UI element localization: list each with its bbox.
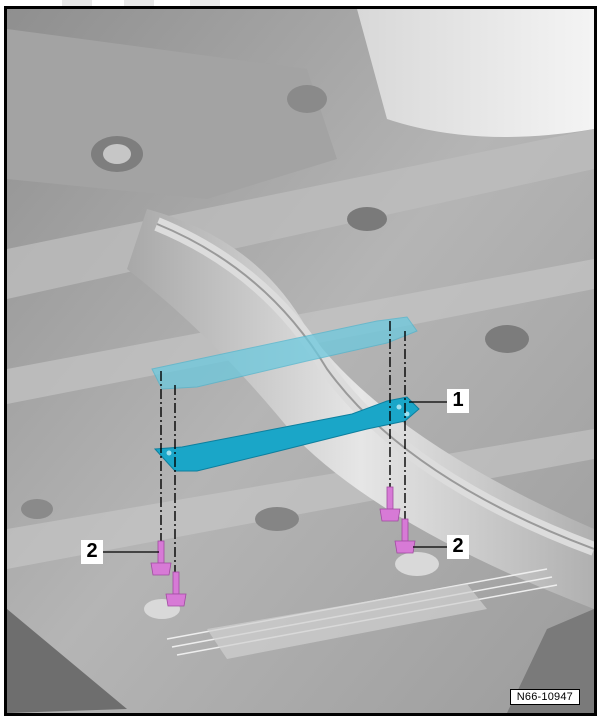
tank-shape bbox=[357, 9, 594, 137]
diagram-frame: 1 2 2 N66-10947 bbox=[4, 6, 597, 716]
leader-lines bbox=[103, 401, 447, 553]
callout-2-left: 2 bbox=[81, 540, 103, 564]
page-fold-marks bbox=[0, 0, 607, 6]
bracket-ghost-position bbox=[151, 316, 418, 390]
figure-reference-code: N66-10947 bbox=[509, 689, 580, 705]
callout-1: 1 bbox=[447, 389, 469, 413]
bolts bbox=[150, 486, 416, 607]
vehicle-underbody-illustration bbox=[7, 9, 594, 713]
alignment-lines bbox=[160, 321, 406, 574]
cross-member-bracket bbox=[153, 396, 420, 472]
callout-2-right: 2 bbox=[447, 535, 469, 559]
